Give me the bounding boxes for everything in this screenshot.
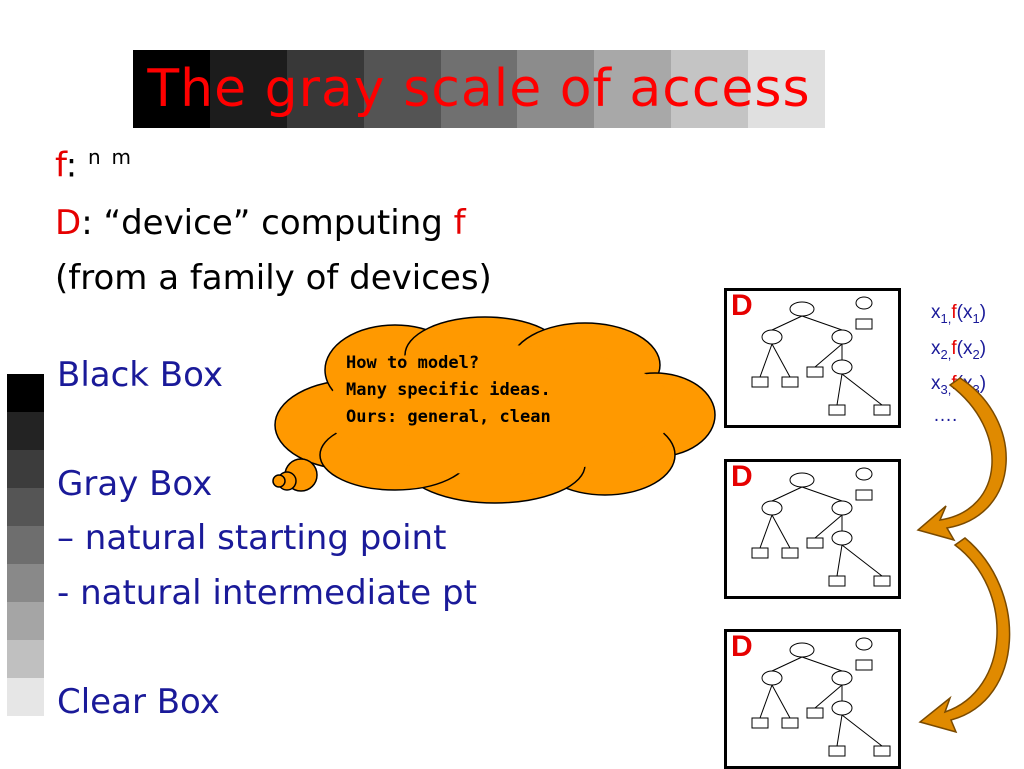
io-pair: x3,f(x3) xyxy=(931,373,986,397)
f-colon: : xyxy=(65,145,89,186)
range-exponent: m xyxy=(111,145,132,169)
device-family-text: (from a family of devices) xyxy=(55,258,492,298)
io-pair: x1,f(x1) xyxy=(931,302,986,326)
f-symbol: f xyxy=(55,145,66,186)
io-pair: x2,f(x2) xyxy=(931,338,986,362)
device-diagram: D xyxy=(724,629,901,769)
io-fx: (x xyxy=(956,338,973,359)
io-x: x xyxy=(931,302,941,323)
io-fx-sub: 3 xyxy=(972,381,980,397)
gray-swatch xyxy=(7,374,44,412)
curved-arrow-icon xyxy=(918,537,1011,734)
gray-swatch xyxy=(671,50,749,128)
gray-swatch xyxy=(7,526,44,564)
device-label: D xyxy=(731,630,753,663)
gray-box-point-2: - natural intermediate pt xyxy=(57,573,477,613)
gray-swatch xyxy=(440,50,518,128)
gray-swatch xyxy=(594,50,672,128)
gray-swatch xyxy=(7,640,44,678)
gray-swatch xyxy=(7,678,44,716)
io-close: ) xyxy=(979,302,987,323)
gray-swatch xyxy=(209,50,287,128)
gray-box-label: Gray Box xyxy=(57,464,213,504)
decision-tree-icon xyxy=(751,637,891,757)
gray-swatch xyxy=(286,50,364,128)
thought-cloud xyxy=(272,316,716,504)
gray-box-point-1: – natural starting point xyxy=(57,518,447,558)
device-definition: D: “device” computing f xyxy=(55,203,466,243)
io-x-sub: 1, xyxy=(940,310,952,326)
gray-swatch xyxy=(7,564,44,602)
decision-tree-icon xyxy=(751,296,891,416)
title-grayscale-bar xyxy=(133,50,826,128)
slide-title: The gray scale of access xyxy=(147,59,811,119)
io-x: x xyxy=(931,373,941,394)
io-fx: (x xyxy=(956,302,973,323)
io-x: x xyxy=(931,338,941,359)
gray-swatch xyxy=(517,50,595,128)
cloud-line: How to model? xyxy=(346,353,480,373)
device-definition-text: : “device” computing xyxy=(81,203,454,243)
gray-swatch xyxy=(363,50,441,128)
io-f: f xyxy=(951,338,957,359)
io-close: ) xyxy=(979,373,987,394)
domain-exponent: n xyxy=(88,145,101,169)
io-close: ) xyxy=(979,338,987,359)
io-fx-sub: 1 xyxy=(972,310,980,326)
gray-swatch xyxy=(7,602,44,640)
decision-tree-icon xyxy=(751,467,891,587)
gray-swatch xyxy=(7,412,44,450)
function-definition: f: n m xyxy=(55,145,131,185)
io-x-sub: 3, xyxy=(940,381,952,397)
cloud-line: Ours: general, clean xyxy=(346,407,551,427)
clear-box-label: Clear Box xyxy=(57,682,220,722)
cloud-line: Many specific ideas. xyxy=(346,380,551,400)
io-fx: (x xyxy=(956,373,973,394)
side-grayscale-bar xyxy=(7,374,44,716)
cloud-text: How to model? Many specific ideas. Ours:… xyxy=(346,350,551,431)
gray-swatch xyxy=(7,450,44,488)
black-box-label: Black Box xyxy=(57,355,223,395)
device-diagram: D xyxy=(724,288,901,428)
gray-swatch xyxy=(748,50,826,128)
io-x-sub: 2, xyxy=(940,346,952,362)
io-f: f xyxy=(951,302,957,323)
io-fx-sub: 2 xyxy=(972,346,980,362)
gray-swatch xyxy=(133,50,210,128)
d-symbol: D xyxy=(55,203,82,243)
io-ellipsis: …. xyxy=(933,405,958,426)
curved-arrow-icon xyxy=(916,377,1007,542)
device-label: D xyxy=(731,460,753,493)
gray-swatch xyxy=(7,488,44,526)
device-diagram: D xyxy=(724,459,901,599)
device-label: D xyxy=(731,289,753,322)
f-symbol: f xyxy=(453,203,466,243)
